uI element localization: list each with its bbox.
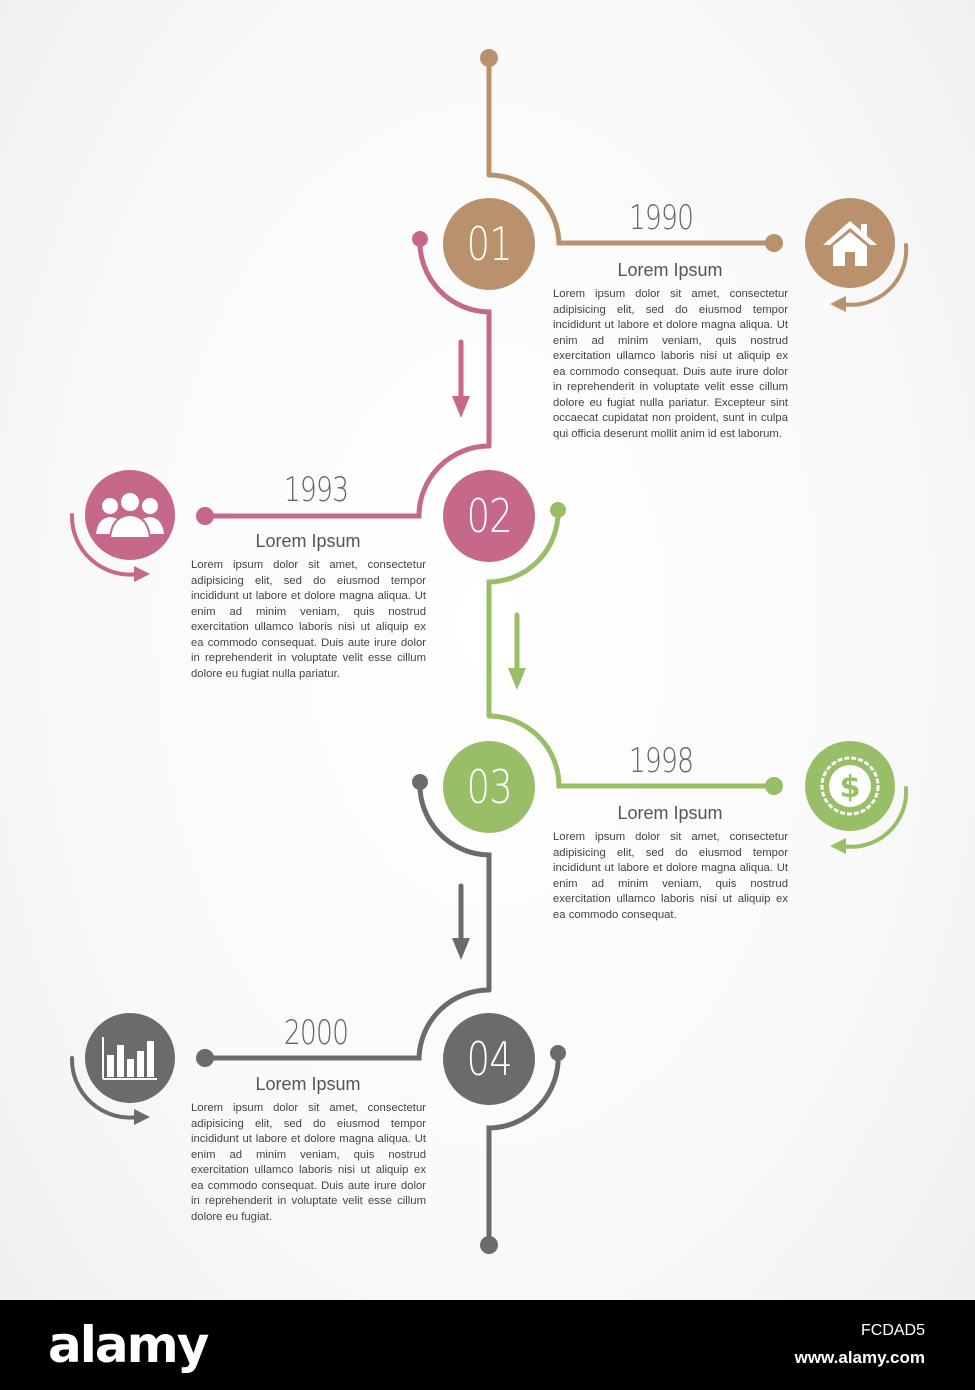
arrow-3-head: [452, 938, 470, 960]
step4-heading: Lorem Ipsum: [255, 1074, 361, 1094]
step2-year: 1993: [283, 470, 349, 510]
step3-number: 03: [466, 760, 512, 814]
step2-heading: Lorem Ipsum: [255, 531, 361, 551]
step2-number: 02: [466, 489, 512, 543]
step1-lower-arc: [417, 236, 492, 449]
step2-arc-line: [202, 443, 492, 519]
arrow-1-head: [452, 396, 470, 418]
step1-description: Lorem ipsum dolor sit amet, consectetur …: [553, 288, 788, 440]
step1-heading: Lorem Ipsum: [617, 260, 723, 280]
step2-lower-dot: [550, 502, 566, 518]
step1-arc-line: [486, 172, 777, 246]
step4-connectors: [202, 779, 561, 1248]
step1-end-dot: [765, 234, 783, 252]
footer-bar: alamy FCDAD5 www.alamy.com: [0, 1300, 975, 1390]
step3-icon-circle: $: [805, 741, 895, 831]
timeline-connectors: [69, 49, 909, 1254]
step3-arc-line: [486, 713, 777, 789]
step3-end-dot: [765, 777, 783, 795]
step3-lower-arc: [417, 779, 492, 993]
step1-lower-dot: [412, 231, 428, 247]
bar-chart-icon: [102, 1037, 157, 1080]
step4-number-badge: 04: [443, 1013, 535, 1105]
step4-end-dot: [196, 1049, 214, 1067]
step1-number: 01: [466, 217, 512, 271]
step1-icon-circle: [805, 198, 895, 288]
step1-connectors: [486, 55, 777, 246]
step3-lower-dot: [412, 774, 428, 790]
svg-text:$: $: [840, 770, 861, 805]
dollar-icon: $: [820, 756, 880, 816]
footer-url[interactable]: www.alamy.com: [794, 1348, 925, 1367]
step4-arc-line: [202, 987, 492, 1061]
footer-logo[interactable]: alamy: [48, 1316, 209, 1374]
step1-curved-arrow: [840, 243, 909, 307]
step3-heading: Lorem Ipsum: [617, 803, 723, 823]
home-icon: [823, 221, 877, 266]
people-icon: [96, 491, 164, 539]
step4-curved-arrow-head: [134, 1109, 150, 1125]
step3-year: 1998: [628, 741, 694, 781]
step4-lower-arc: [486, 1050, 561, 1248]
step4-number: 04: [466, 1032, 512, 1086]
step4-icon-circle: [85, 1013, 175, 1103]
step2-curved-arrow: [69, 513, 140, 577]
step3-curved-arrow: [840, 786, 909, 849]
footer-image-code: FCDAD5: [860, 1322, 925, 1339]
step4-side-dot: [550, 1045, 566, 1061]
timeline-diagram: 01 02 03 04 $: [69, 49, 909, 1254]
step3-number-badge: 03: [443, 741, 535, 833]
step4-curved-arrow: [69, 1056, 140, 1120]
step1-year: 1990: [628, 198, 694, 238]
step2-lower-arc: [486, 507, 561, 719]
bottom-dot: [480, 1236, 498, 1254]
step2-curved-arrow-head: [134, 566, 150, 582]
arrow-2-head: [508, 668, 526, 690]
step1-curved-arrow-head: [830, 296, 846, 312]
step2-description: Lorem ipsum dolor sit amet, consectetur …: [191, 559, 426, 680]
step4-description: Lorem ipsum dolor sit amet, consectetur …: [191, 1102, 426, 1223]
step3-curved-arrow-head: [830, 838, 846, 854]
step1-number-badge: 01: [443, 198, 535, 290]
step2-icon-circle: [85, 470, 175, 560]
top-dot: [480, 49, 498, 67]
step4-year: 2000: [283, 1013, 349, 1053]
step2-end-dot: [196, 507, 214, 525]
step2-number-badge: 02: [443, 470, 535, 562]
step3-description: Lorem ipsum dolor sit amet, consectetur …: [553, 831, 788, 921]
